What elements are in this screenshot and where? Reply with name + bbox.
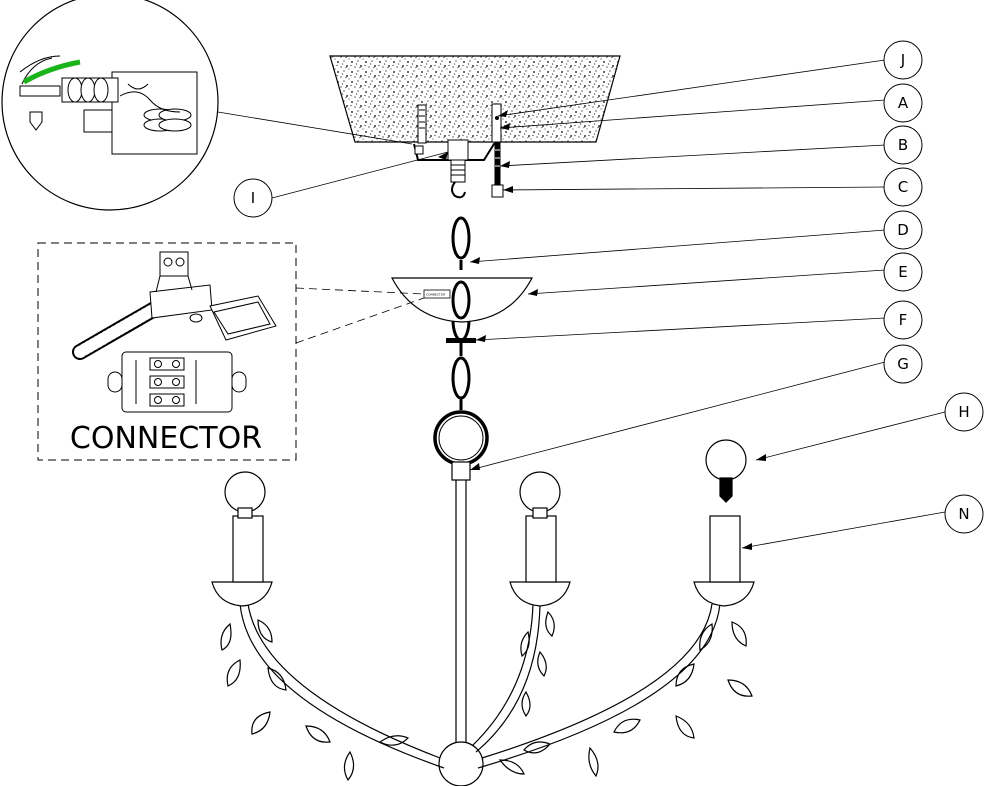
callout-d: D <box>883 210 923 250</box>
callout-d-letter: D <box>897 221 909 239</box>
callout-b-letter: B <box>898 136 908 154</box>
callout-a: A <box>883 83 923 123</box>
canopy: CONNECTOR <box>391 277 533 343</box>
callout-j: J <box>883 40 923 80</box>
chandelier-body <box>211 410 755 786</box>
connector-caption: CONNECTOR <box>70 421 262 456</box>
canopy-connector-label: CONNECTOR <box>426 293 445 297</box>
callout-a-letter: A <box>898 94 909 112</box>
callout-f-letter: F <box>899 311 908 329</box>
callout-i-letter: I <box>251 189 255 207</box>
mounting-hardware <box>413 103 504 199</box>
wiring-detail-magnifier <box>1 0 413 211</box>
callout-n-letter: N <box>958 505 969 523</box>
callout-g-letter: G <box>897 355 909 373</box>
callout-lines <box>271 59 946 549</box>
callout-h: H <box>944 392 984 432</box>
green-ground-wire <box>22 59 81 85</box>
callout-f: F <box>883 300 923 340</box>
callout-j-letter: J <box>900 51 905 69</box>
callout-c: C <box>883 167 923 207</box>
connector-inset: CONNECTOR <box>37 242 425 461</box>
callout-h-letter: H <box>958 403 969 421</box>
callout-b: B <box>883 125 923 165</box>
callout-arrowheads <box>438 110 766 550</box>
callout-e-letter: E <box>898 263 907 281</box>
callout-n: N <box>944 494 984 534</box>
callout-e: E <box>883 252 923 292</box>
ceiling <box>329 55 621 143</box>
callout-c-letter: C <box>898 178 908 196</box>
callout-i: I <box>233 178 273 218</box>
callout-g: G <box>883 344 923 384</box>
